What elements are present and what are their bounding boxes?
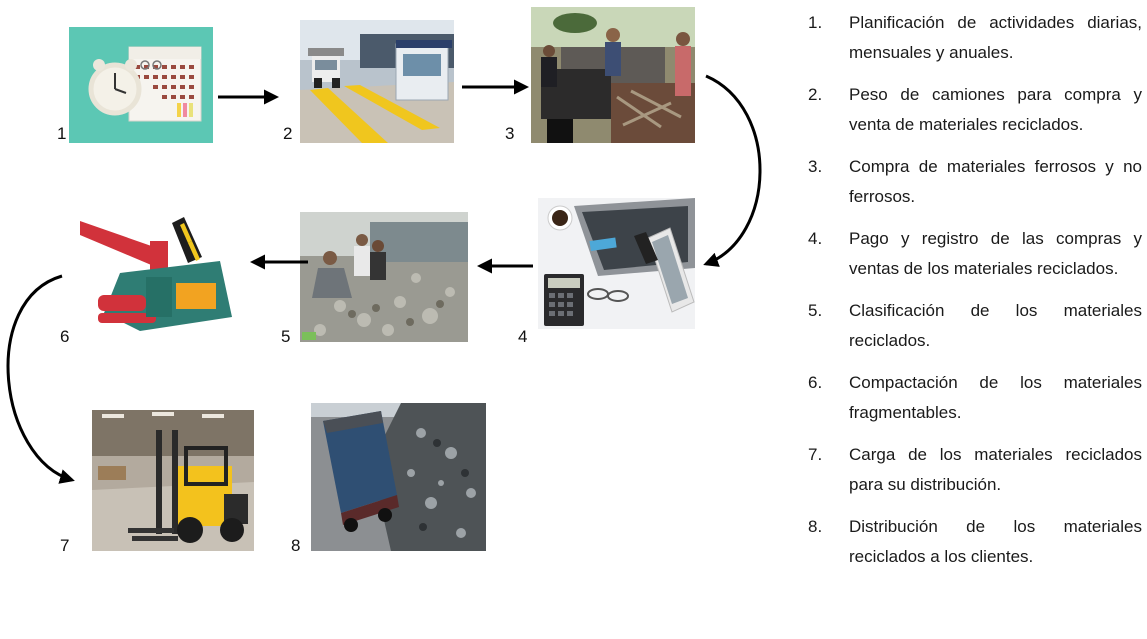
step-6-number: 6 bbox=[60, 327, 70, 346]
legend-marker: 8. bbox=[808, 517, 823, 536]
baler-machine-icon bbox=[80, 213, 232, 338]
legend-marker: 6. bbox=[808, 373, 823, 392]
legend-item-7: 7. Carga de los materiales reciclados pa… bbox=[808, 440, 1142, 500]
step-4-photo bbox=[538, 198, 695, 329]
step-7-photo bbox=[92, 410, 254, 551]
legend-item-6: 6. Compactación de los materiales fragme… bbox=[808, 368, 1142, 428]
step-1-photo bbox=[69, 27, 213, 143]
legend-item-5: 5. Clasificación de los materiales recic… bbox=[808, 296, 1142, 356]
legend-marker: 3. bbox=[808, 157, 823, 176]
legend-marker: 1. bbox=[808, 13, 823, 32]
legend-marker: 5. bbox=[808, 301, 823, 320]
legend-marker: 4. bbox=[808, 229, 823, 248]
steps-legend: 1. Planificación de actividades diarias,… bbox=[808, 8, 1142, 584]
step-8-number: 8 bbox=[291, 536, 301, 555]
calendar-clock-icon bbox=[69, 27, 213, 143]
arrow-6-to-7 bbox=[6, 274, 75, 484]
legend-item-8: 8. Distribución de los materiales recicl… bbox=[808, 512, 1142, 572]
step-1-number: 1 bbox=[57, 124, 67, 143]
desk-payment-icon bbox=[538, 198, 695, 329]
arrow-3-to-4 bbox=[703, 74, 762, 267]
legend-text: Carga de los materiales reciclados para … bbox=[849, 445, 1142, 494]
step-5-number: 5 bbox=[281, 327, 291, 346]
legend-text: Peso de camiones para compra y venta de … bbox=[849, 85, 1142, 134]
legend-text: Pago y registro de las compras y ventas … bbox=[849, 229, 1142, 278]
legend-text: Compra de materiales ferrosos y no ferro… bbox=[849, 157, 1142, 206]
sorting-scrap-icon bbox=[300, 212, 468, 342]
step-2-number: 2 bbox=[283, 124, 293, 143]
step-2-photo bbox=[300, 20, 454, 143]
step-4-number: 4 bbox=[518, 327, 528, 346]
legend-marker: 2. bbox=[808, 85, 823, 104]
step-3-number: 3 bbox=[505, 124, 515, 143]
step-6-photo bbox=[80, 213, 232, 338]
forklift-icon bbox=[92, 410, 254, 551]
legend-text: Distribución de los materiales reciclado… bbox=[849, 517, 1142, 566]
scrap-purchase-icon bbox=[531, 7, 695, 143]
step-5-photo bbox=[300, 212, 468, 342]
legend-item-2: 2. Peso de camiones para compra y venta … bbox=[808, 80, 1142, 140]
legend-text: Clasificación de los materiales reciclad… bbox=[849, 301, 1142, 350]
legend-item-4: 4. Pago y registro de las compras y vent… bbox=[808, 224, 1142, 284]
legend-marker: 7. bbox=[808, 445, 823, 464]
legend-text: Planificación de actividades diarias, me… bbox=[849, 13, 1142, 62]
legend-item-3: 3. Compra de materiales ferrosos y no fe… bbox=[808, 152, 1142, 212]
step-3-photo bbox=[531, 7, 695, 143]
truck-scale-icon bbox=[300, 20, 454, 143]
dump-truck-scrap-icon bbox=[311, 403, 486, 551]
legend-item-1: 1. Planificación de actividades diarias,… bbox=[808, 8, 1142, 68]
legend-text: Compactación de los materiales fragmenta… bbox=[849, 373, 1142, 422]
step-7-number: 7 bbox=[60, 536, 70, 555]
step-8-photo bbox=[311, 403, 486, 551]
